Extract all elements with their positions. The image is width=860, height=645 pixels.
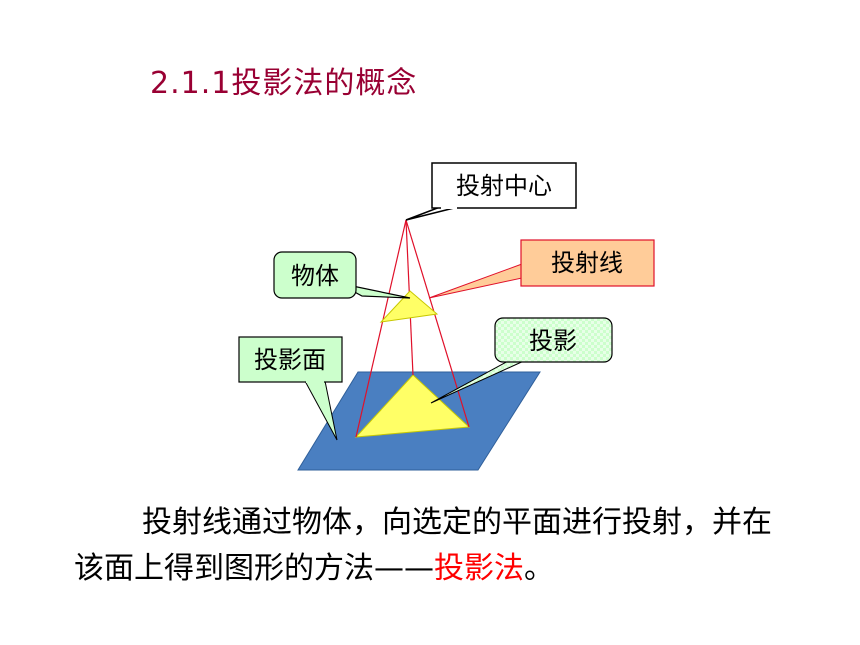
- callout-rays: 投射线: [428, 239, 655, 299]
- label-projection: 投影: [529, 327, 577, 355]
- paragraph-line-1: 投射线通过物体，向选定的平面进行投射，并在: [74, 500, 854, 546]
- callout-center: 投射中心: [405, 162, 577, 221]
- paragraph-line-2: 该面上得到图形的方法——投影法。: [74, 546, 854, 592]
- callout-object: 物体: [273, 251, 411, 299]
- page-title: 2.1.1投影法的概念: [150, 66, 418, 101]
- label-object: 物体: [291, 262, 339, 290]
- projected-triangle: [354, 374, 471, 438]
- paragraph-end: 。: [524, 551, 554, 586]
- definition-paragraph: 投射线通过物体，向选定的平面进行投射，并在 该面上得到图形的方法——投影法。: [74, 500, 854, 592]
- object-triangle: [379, 290, 439, 323]
- label-center: 投射中心: [456, 172, 552, 200]
- paragraph-line-1-text: 投射线通过物体，向选定的平面进行投射，并在: [142, 505, 772, 540]
- callout-projection: 投影: [430, 317, 613, 404]
- paragraph-line-2-prefix: 该面上得到图形的方法: [74, 551, 374, 586]
- term-projection-method: 投影法: [434, 551, 524, 586]
- label-rays: 投射线: [551, 249, 623, 277]
- label-plane: 投影面: [254, 346, 326, 374]
- callout-plane: 投影面: [238, 336, 343, 441]
- paragraph-dash: ——: [374, 551, 434, 586]
